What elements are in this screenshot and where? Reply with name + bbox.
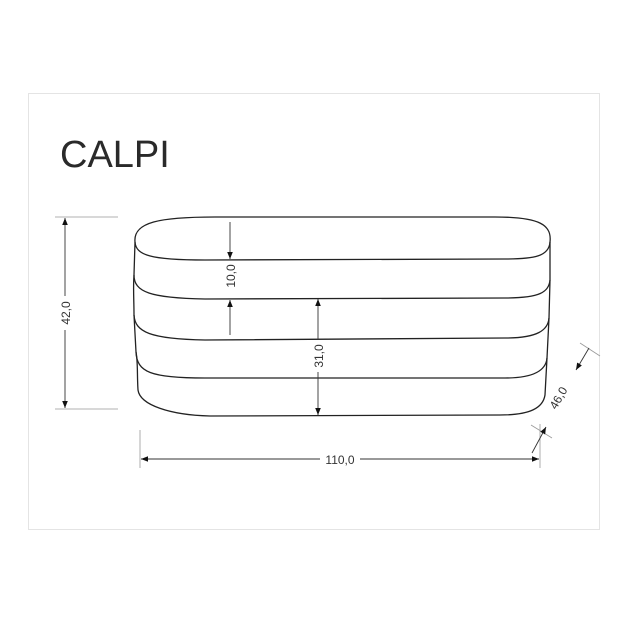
drawing-frame	[28, 93, 600, 530]
label-width: 110,0	[325, 453, 354, 467]
label-top-cushion: 10,0	[224, 264, 238, 288]
label-depth: 46,0	[547, 384, 571, 412]
bench-band-1	[133, 241, 551, 300]
dim-depth-line-upper	[575, 347, 590, 371]
dim-depth-line-lower	[531, 426, 547, 454]
bench-band-3	[133, 314, 550, 379]
product-title: CALPI	[60, 134, 170, 176]
bench-top-cushion	[134, 216, 551, 261]
bench-outline	[132, 216, 551, 417]
label-height-total: 42,0	[59, 301, 73, 325]
bench-band-4	[135, 351, 548, 417]
extension-lines	[55, 216, 601, 468]
dimension-labels: 42,0 10,0 31,0 110,0 46,0	[58, 262, 571, 467]
bench-band-2	[132, 274, 551, 341]
label-lower-height: 31,0	[312, 344, 326, 368]
